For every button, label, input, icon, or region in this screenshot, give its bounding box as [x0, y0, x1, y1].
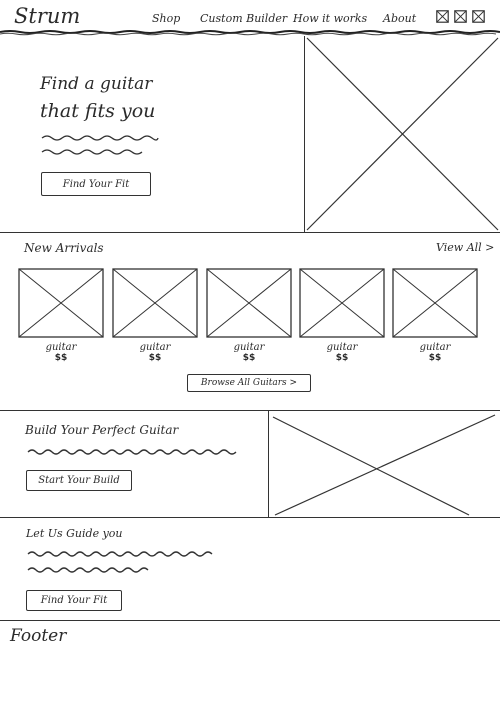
product-image-placeholder: [206, 268, 292, 338]
divider-2: [0, 410, 500, 411]
nav-about[interactable]: About: [383, 12, 417, 25]
product-image-placeholder: [392, 268, 478, 338]
guide-heading: Let Us Guide you: [26, 527, 123, 540]
product-card[interactable]: guitar $$: [206, 268, 292, 368]
start-your-build-button[interactable]: Start Your Build: [26, 470, 132, 491]
divider-1: [0, 232, 500, 233]
builder-divider: [268, 411, 269, 517]
product-image-placeholder: [18, 268, 104, 338]
divider-4: [0, 620, 500, 621]
hero-placeholder-text: [41, 135, 159, 155]
search-icon[interactable]: [454, 10, 467, 23]
product-name: guitar: [419, 342, 451, 353]
site-header: Strum Shop Custom Builder How it works A…: [0, 0, 500, 36]
nav-how-it-works[interactable]: How it works: [293, 12, 368, 25]
product-card[interactable]: guitar $$: [299, 268, 385, 368]
builder-section: Build Your Perfect Guitar Start Your Bui…: [0, 411, 500, 517]
product-image-placeholder: [112, 268, 198, 338]
hero-title-line1: Find a guitar: [40, 74, 153, 94]
product-card[interactable]: guitar $$: [112, 268, 198, 368]
product-price: $$: [148, 353, 162, 363]
product-name: guitar: [326, 342, 358, 353]
nav-shop[interactable]: Shop: [152, 12, 181, 25]
view-all-link[interactable]: View All >: [436, 241, 495, 254]
builder-heading: Build Your Perfect Guitar: [25, 423, 179, 437]
hero-section: Find a guitar that fits you Find Your Fi…: [0, 36, 500, 232]
product-name: guitar: [233, 342, 265, 353]
new-arrivals-heading: New Arrivals: [24, 241, 104, 255]
product-price: $$: [428, 353, 442, 363]
product-price: $$: [54, 353, 68, 363]
account-icon[interactable]: [436, 10, 449, 23]
guide-find-your-fit-button[interactable]: Find Your Fit: [26, 590, 122, 611]
guide-placeholder-text: [27, 551, 213, 573]
nav-custom-builder[interactable]: Custom Builder: [200, 12, 288, 25]
footer-label: Footer: [10, 626, 67, 646]
header-divider: [0, 30, 500, 36]
find-your-fit-button[interactable]: Find Your Fit: [41, 172, 151, 196]
product-price: $$: [335, 353, 349, 363]
product-price: $$: [242, 353, 256, 363]
hero-title-line2: that fits you: [40, 100, 156, 122]
product-image-placeholder: [299, 268, 385, 338]
cart-icon[interactable]: [472, 10, 485, 23]
product-name: guitar: [45, 342, 77, 353]
builder-placeholder-text: [27, 449, 237, 455]
product-card[interactable]: guitar $$: [392, 268, 478, 368]
product-name: guitar: [139, 342, 171, 353]
hero-image-placeholder: [306, 37, 499, 231]
hero-divider: [304, 36, 305, 232]
product-card[interactable]: guitar $$: [18, 268, 104, 368]
builder-image-placeholder: [272, 414, 496, 516]
divider-3: [0, 517, 500, 518]
site-logo[interactable]: Strum: [14, 4, 81, 28]
browse-all-guitars-button[interactable]: Browse All Guitars >: [187, 374, 311, 392]
